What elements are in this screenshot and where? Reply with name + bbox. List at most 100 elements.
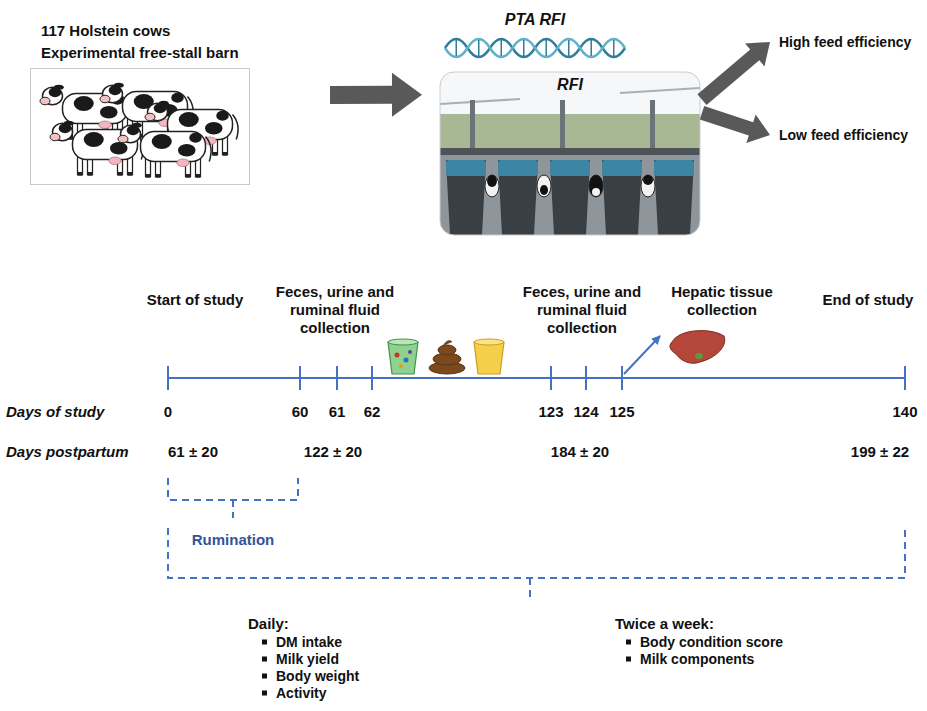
- block-arrow: [330, 73, 422, 117]
- barn-photo: [550, 160, 590, 176]
- range-value: 61 ± 20: [168, 443, 218, 461]
- barn-photo: [446, 160, 486, 235]
- dashed-bracket: [168, 478, 905, 600]
- list-item: Milk components: [640, 650, 754, 668]
- dna-icon: [456, 40, 614, 56]
- barn-photo: [641, 175, 655, 197]
- barn-photo: [654, 160, 694, 176]
- tick-value: 125: [609, 403, 634, 421]
- sample-cup-green: [408, 350, 412, 354]
- list-bullet: [262, 691, 267, 696]
- bracket-caption: Rumination: [192, 531, 275, 549]
- list-heading: Twice a week:: [615, 615, 714, 633]
- axis-row-title: Days postpartum: [6, 443, 129, 461]
- sample-cup-yellow: [474, 339, 504, 345]
- animal-group: [118, 123, 211, 178]
- list-item: DM intake: [276, 633, 342, 651]
- feces-icon: [443, 341, 452, 346]
- list-bullet: [262, 674, 267, 679]
- barn-photo: [487, 175, 497, 187]
- panel-heading: 117 Holstein cows: [41, 22, 170, 40]
- timeline-heading: Start of study: [147, 291, 244, 309]
- barn-photo: [485, 175, 499, 197]
- list-item: Activity: [276, 684, 327, 702]
- tick-value: 0: [164, 403, 172, 421]
- barn-photo: [470, 100, 475, 152]
- outcome-label: High feed efficiency: [779, 33, 911, 51]
- list-bullet: [626, 657, 631, 662]
- list-bullet: [262, 657, 267, 662]
- barn-photo: [592, 188, 600, 196]
- barn-photo: [440, 72, 700, 235]
- sample-cup-green: [388, 342, 418, 374]
- barn-photo: [440, 72, 700, 114]
- barn-photo: [602, 160, 642, 176]
- barn-photo: [440, 72, 700, 235]
- sample-cup-green: [399, 364, 403, 368]
- tick-value: 61: [329, 403, 346, 421]
- dashed-bracket: [168, 478, 298, 500]
- barn-photo: [589, 175, 603, 197]
- sample-cup-green: [395, 353, 400, 358]
- outcome-text: High feed efficiency: [776, 31, 914, 53]
- barn-photo: [498, 160, 538, 176]
- timeline-heading: Feces, urine and ruminal fluid collectio…: [268, 283, 402, 337]
- list-bullet: [262, 640, 267, 645]
- list-item: Body weight: [276, 667, 359, 685]
- barn-photo: [446, 160, 486, 176]
- photo-panel: PTA RFIRFI: [440, 72, 700, 235]
- block-arrow: [700, 106, 770, 143]
- tick-value: 140: [892, 403, 917, 421]
- barn-photo: [650, 100, 655, 152]
- barn-photo: [440, 114, 700, 150]
- sample-cup-green: [388, 339, 418, 374]
- outcome-text: Low feed efficiency: [776, 124, 911, 146]
- barn-photo: [440, 155, 700, 235]
- barn-photo: [498, 160, 538, 235]
- genomic-heading: PTA RFI: [440, 11, 630, 29]
- dashed-bracket: [529, 578, 531, 600]
- sample-cup-green: [404, 358, 409, 363]
- list-item: Milk yield: [276, 650, 339, 668]
- hepatic-icon: [670, 331, 725, 364]
- photo-frame: [440, 72, 700, 235]
- range-value: 199 ± 22: [851, 443, 909, 461]
- block-arrow: [697, 42, 770, 105]
- sample-cup-yellow: [474, 342, 504, 374]
- sample-cup-yellow: [474, 339, 504, 374]
- barn-photo: [550, 160, 590, 235]
- cohort-panel: 117 Holstein cowsExperimental free-stall…: [30, 68, 250, 185]
- panel-subheading: Experimental free-stall barn: [41, 44, 239, 62]
- range-value: 122 ± 20: [304, 443, 362, 461]
- timeline-heading: Hepatic tissue collection: [657, 283, 787, 319]
- dashed-bracket: [168, 528, 905, 578]
- feces-icon: [438, 345, 456, 355]
- barn-photo: [643, 175, 653, 185]
- barn-photo: [602, 160, 642, 235]
- hepatic-icon: [695, 353, 703, 359]
- tick-value: 124: [573, 403, 598, 421]
- photo-heading: RFI: [440, 76, 700, 94]
- dna-icon: [445, 39, 625, 57]
- tick-value: 60: [292, 403, 309, 421]
- range-value: 184 ± 20: [551, 443, 609, 461]
- dna-icon: [445, 39, 625, 57]
- list-heading: Daily:: [248, 615, 289, 633]
- leader-arrow: [624, 336, 660, 374]
- hepatic-icon: [670, 331, 725, 364]
- feces-icon: [429, 341, 465, 374]
- timeline-axis: [168, 366, 905, 390]
- animal-group: [40, 83, 238, 178]
- barn-photo: [537, 175, 551, 197]
- timeline-axis: [168, 366, 905, 390]
- outcome-label: Low feed efficiency: [779, 126, 908, 144]
- timeline-axis: [168, 377, 905, 379]
- timeline-heading: End of study: [823, 291, 914, 309]
- timeline-heading: Feces, urine and ruminal fluid collectio…: [515, 283, 649, 337]
- barn-photo: [440, 148, 700, 155]
- barn-photo: [654, 160, 694, 235]
- list-bullet: [626, 640, 631, 645]
